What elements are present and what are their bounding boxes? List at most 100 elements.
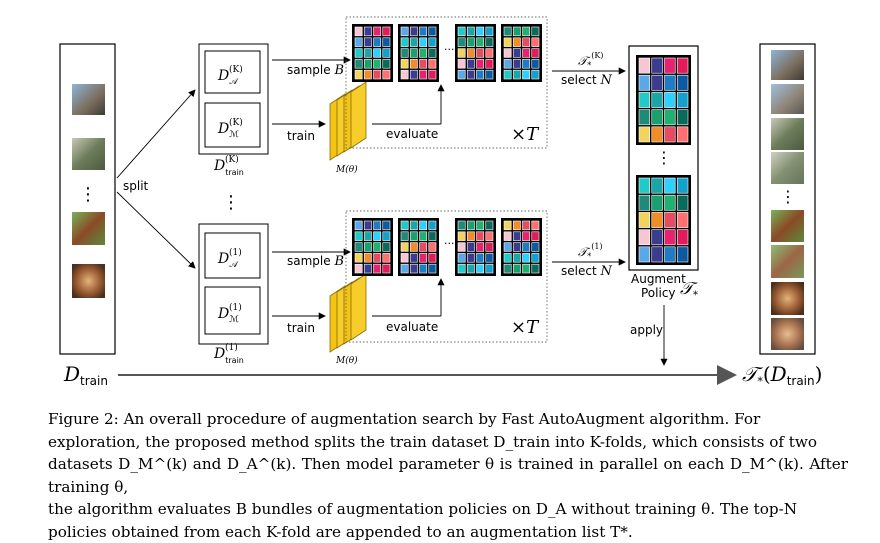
policy-cell bbox=[477, 38, 484, 47]
policy-cell bbox=[383, 264, 390, 273]
policy-cell bbox=[355, 253, 362, 262]
policy-cell bbox=[355, 243, 362, 252]
aug-image-bird-2 bbox=[771, 152, 804, 184]
policy-cell bbox=[364, 70, 371, 79]
policy-cell bbox=[410, 27, 417, 36]
policy-cell bbox=[410, 221, 417, 230]
policy-cell bbox=[532, 27, 539, 36]
policy-cell bbox=[477, 59, 484, 68]
policy-cell bbox=[504, 59, 511, 68]
apply-label: apply bbox=[630, 323, 663, 337]
policy-cell bbox=[486, 38, 493, 47]
policy-cell bbox=[486, 264, 493, 273]
policy-cell bbox=[383, 38, 390, 47]
policy-cell bbox=[523, 27, 530, 36]
policy-cell bbox=[374, 232, 381, 241]
model-stack-bottom bbox=[330, 274, 366, 352]
policy-cell bbox=[383, 253, 390, 262]
policy-cell bbox=[532, 232, 539, 241]
policy-cell bbox=[639, 127, 650, 142]
policy-cell bbox=[639, 58, 650, 73]
fold-box-bottom bbox=[199, 224, 268, 344]
policy-cell bbox=[364, 232, 371, 241]
policy-cell bbox=[429, 70, 436, 79]
policy-cell bbox=[355, 264, 362, 273]
policy-cell bbox=[486, 232, 493, 241]
bundle-grid-bottom bbox=[501, 218, 542, 276]
policy-cell bbox=[355, 232, 362, 241]
caption-line-2: exploration, the proposed method splits … bbox=[48, 431, 848, 454]
policy-list-top bbox=[636, 55, 691, 145]
augmentation-diagram: ⋮ split D𝒜(K) Dℳ(K) Dtrain(K) ⋮ sample B… bbox=[0, 0, 880, 400]
policy-cell bbox=[652, 110, 663, 125]
policy-cell bbox=[364, 38, 371, 47]
right-vdots: ⋮ bbox=[780, 187, 796, 206]
policy-cell bbox=[486, 27, 493, 36]
policy-cell bbox=[458, 221, 465, 230]
policy-cell bbox=[639, 195, 650, 210]
caption-line-4: the algorithm evaluates B bundles of aug… bbox=[48, 498, 848, 521]
policy-symbol: 𝒯* bbox=[680, 279, 698, 301]
evaluate-label-top: evaluate bbox=[386, 127, 438, 141]
policy-cell bbox=[401, 49, 408, 58]
aug-image-car-1 bbox=[771, 50, 804, 80]
image-car bbox=[72, 84, 105, 115]
policy-cell bbox=[410, 49, 417, 58]
policy-cell bbox=[467, 264, 474, 273]
fold-vdots: ⋮ bbox=[222, 192, 240, 213]
policy-cell bbox=[513, 264, 520, 273]
policy-cell bbox=[677, 75, 688, 90]
policy-cell bbox=[486, 243, 493, 252]
policy-vdots: ⋮ bbox=[656, 148, 672, 167]
model-label-top: M(θ) bbox=[335, 164, 358, 175]
dtrain-fold-top: Dtrain(K) bbox=[213, 154, 244, 177]
policy-cell bbox=[410, 38, 417, 47]
policy-cell bbox=[458, 70, 465, 79]
policy-cell bbox=[374, 49, 381, 58]
policy-cell bbox=[364, 253, 371, 262]
policy-cell bbox=[513, 232, 520, 241]
policy-cell bbox=[523, 243, 530, 252]
policy-cell bbox=[458, 243, 465, 252]
policy-cell bbox=[677, 110, 688, 125]
policy-label-top: 𝒯*(K) bbox=[578, 51, 603, 70]
policy-cell bbox=[401, 264, 408, 273]
policy-cell bbox=[652, 75, 663, 90]
policy-cell bbox=[639, 110, 650, 125]
policy-cell bbox=[467, 27, 474, 36]
policy-cell bbox=[401, 27, 408, 36]
policy-cell bbox=[665, 178, 676, 193]
policy-cell bbox=[420, 232, 427, 241]
policy-cell bbox=[532, 253, 539, 262]
policy-cell bbox=[665, 247, 676, 262]
policy-label-bottom: 𝒯*(1) bbox=[578, 242, 603, 261]
augment-policy-line1: Augment bbox=[631, 272, 686, 286]
policy-cell bbox=[665, 75, 676, 90]
policy-cell bbox=[523, 59, 530, 68]
policy-cell bbox=[477, 253, 484, 262]
times-T-top: ×T bbox=[511, 124, 540, 145]
policy-cell bbox=[355, 59, 362, 68]
caption-line-1: Figure 2: An overall procedure of augmen… bbox=[48, 408, 848, 431]
policy-cell bbox=[504, 264, 511, 273]
policy-cell bbox=[458, 59, 465, 68]
policy-cell bbox=[652, 195, 663, 210]
policy-cell bbox=[532, 243, 539, 252]
policy-cell bbox=[355, 221, 362, 230]
policy-cell bbox=[486, 59, 493, 68]
policy-cell bbox=[420, 27, 427, 36]
train-label-top: train bbox=[287, 129, 315, 143]
da-label-bottom: D𝒜(1) bbox=[217, 247, 242, 270]
policy-cell bbox=[513, 59, 520, 68]
policy-cell bbox=[513, 49, 520, 58]
policy-cell bbox=[364, 221, 371, 230]
policy-cell bbox=[374, 253, 381, 262]
augment-policy-line2: Policy bbox=[641, 286, 676, 300]
policy-cell bbox=[429, 59, 436, 68]
policy-cell bbox=[458, 27, 465, 36]
policy-cell bbox=[355, 49, 362, 58]
policy-cell bbox=[477, 232, 484, 241]
policy-cell bbox=[652, 127, 663, 142]
policy-cell bbox=[639, 230, 650, 245]
image-horse bbox=[72, 212, 105, 245]
